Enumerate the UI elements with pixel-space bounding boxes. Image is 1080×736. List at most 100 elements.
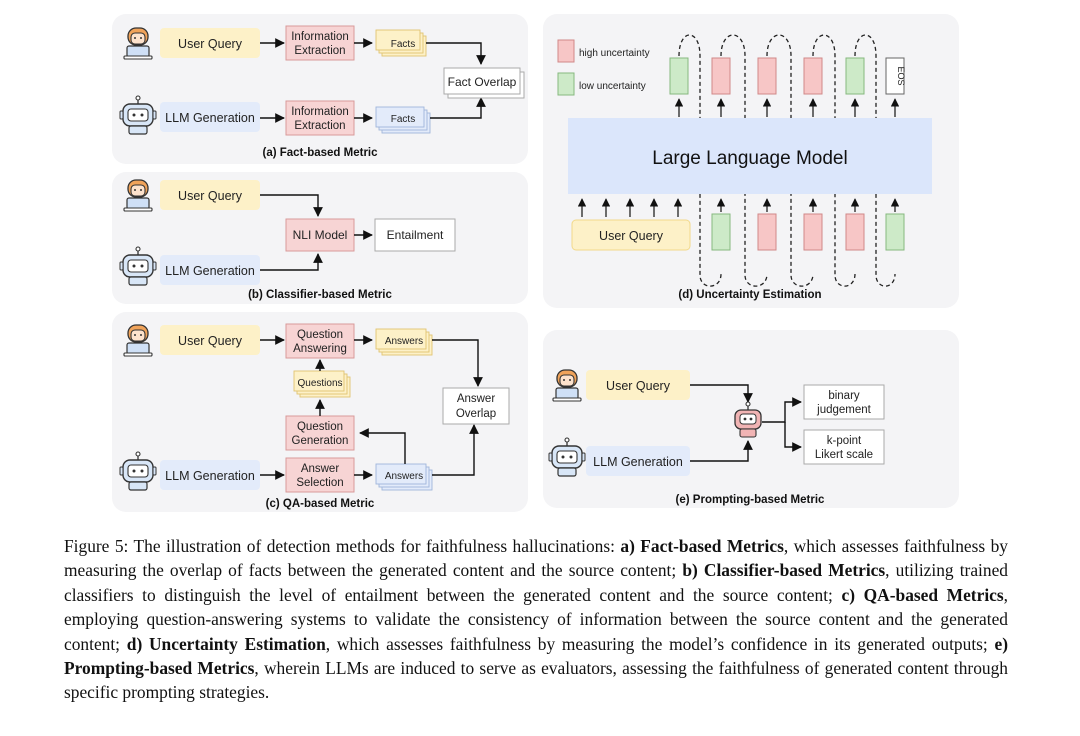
panel-d-title: (d) Uncertainty Estimation (678, 289, 821, 301)
caption-c-label: c) QA-based Metrics (841, 584, 1004, 605)
user-query-label: User Query (178, 37, 243, 51)
user-query-box (571, 219, 691, 251)
user-query-box (160, 325, 260, 355)
llm-generation-box (160, 255, 260, 285)
panel-b-title: (b) Classifier-based Metric (248, 289, 392, 301)
answer-overlap-line2: Overlap (456, 408, 496, 420)
user-query-label: User Query (178, 189, 243, 203)
panel-c-title: (c) QA-based Metric (266, 498, 375, 510)
input-token-high (803, 213, 823, 251)
figure-caption: Figure 5: The illustration of detection … (64, 534, 1008, 705)
input-token-high (845, 213, 865, 251)
output-token-low (669, 57, 689, 95)
question-generation-line1: Question (297, 421, 343, 433)
nli-model-label: NLI Model (293, 228, 348, 242)
answers-stack-bottom (375, 463, 433, 491)
llm-generation-label: LLM Generation (593, 455, 683, 469)
likert-scale-line2: Likert scale (815, 449, 873, 461)
input-token-high (757, 213, 777, 251)
fact-overlap-box (443, 67, 525, 99)
answer-selection-line1: Answer (301, 463, 340, 475)
question-generation-box (285, 415, 355, 451)
binary-judgement-line2: judgement (816, 404, 872, 416)
llm-generation-box (160, 460, 260, 490)
eos-label: EOS (896, 66, 906, 85)
autoregressive-loops (678, 34, 896, 287)
entailment-box (374, 218, 456, 252)
user-query-label: User Query (606, 379, 671, 393)
answer-overlap-line1: Answer (457, 393, 496, 405)
question-answering-line2: Answering (293, 343, 347, 355)
user-query-label: User Query (599, 229, 664, 243)
panel-d: high uncertainty low uncertainty EOS (557, 34, 932, 301)
panel-e-title: (e) Prompting-based Metric (676, 494, 825, 506)
panel-a-title: (a) Fact-based Metric (262, 147, 378, 159)
user-query-label: User Query (178, 334, 243, 348)
output-arrows (674, 98, 900, 117)
user-query-box (586, 370, 690, 400)
answers-label-top: Answers (385, 336, 423, 347)
info-extraction-bottom-line1: Information (291, 106, 349, 118)
llm-generation-label: LLM Generation (165, 111, 255, 125)
legend-low-label: low uncertainty (579, 81, 646, 92)
caption-b-text: , utilizing trained classifiers to disti… (64, 560, 1008, 605)
binary-judgement-box (803, 384, 885, 420)
question-answering-box (285, 323, 355, 359)
questions-label: Questions (297, 378, 342, 389)
caption-c-text: , employing question-answering systems t… (64, 584, 1008, 654)
legend-high-label: high uncertainty (579, 48, 650, 59)
llm-generation-label: LLM Generation (165, 469, 255, 483)
legend-low-swatch (557, 72, 575, 96)
fact-overlap-label: Fact Overlap (448, 75, 517, 89)
input-tokens (711, 213, 905, 251)
info-extraction-top-line1: Information (291, 31, 349, 43)
input-token-low (711, 213, 731, 251)
panel-e: User Query LLM Generation binary judgeme… (548, 369, 885, 506)
answer-overlap-box (442, 387, 510, 425)
question-generation-line2: Generation (292, 435, 349, 447)
questions-stack (293, 370, 351, 398)
likert-scale-line1: k-point (827, 435, 862, 447)
input-arrows (577, 198, 900, 217)
caption-b-label: b) Classifier-based Metrics (682, 560, 886, 581)
output-token-high (757, 57, 777, 95)
caption-prefix: Figure 5: The illustration of detection … (64, 536, 621, 556)
likert-scale-box (803, 429, 885, 465)
binary-judgement-line1: binary (828, 390, 860, 402)
facts-label-bottom: Facts (391, 114, 415, 125)
info-extraction-box-bottom (285, 100, 355, 136)
caption-d-label: d) Uncertainty Estimation (126, 633, 326, 654)
answers-stack-top (375, 328, 433, 356)
output-token-high (803, 57, 823, 95)
llm-generation-box (160, 102, 260, 132)
figure-diagram: User Query Information Extraction Facts … (112, 14, 959, 512)
answers-label-bottom: Answers (385, 471, 423, 482)
panel-b: User Query NLI Model Entailment LLM Gene… (119, 179, 456, 301)
caption-e-label: e) Prompting-based Metrics (64, 633, 1009, 679)
llm-generation-label: LLM Generation (165, 264, 255, 278)
facts-label-top: Facts (391, 39, 415, 50)
panel-a: User Query Information Extraction Facts … (119, 25, 525, 159)
caption-a-text: , which assesses faithfulness by measuri… (64, 536, 1008, 581)
nli-model-box (285, 218, 355, 252)
panel-c: User Query Question Answering Answers Qu… (119, 323, 510, 510)
caption-d-text: , which assesses faithfulness by measuri… (325, 633, 995, 654)
large-language-model-label: Large Language Model (652, 148, 847, 169)
large-language-model-box (568, 118, 932, 194)
user-query-box (160, 180, 260, 210)
answer-selection-line2: Selection (296, 477, 343, 489)
question-answering-line1: Question (297, 329, 343, 341)
user-query-box (160, 28, 260, 58)
info-extraction-bottom-line2: Extraction (294, 120, 345, 132)
output-token-high (711, 57, 731, 95)
legend-high-swatch (557, 39, 575, 63)
facts-stack-bottom (375, 106, 431, 134)
info-extraction-box-top (285, 25, 355, 61)
facts-stack-top (375, 29, 427, 57)
output-tokens: EOS (669, 57, 906, 95)
caption-a-label: a) Fact-based Metrics (620, 536, 784, 556)
caption-e-text: , wherein LLMs are induced to serve as e… (64, 658, 1008, 703)
info-extraction-top-line2: Extraction (294, 45, 345, 57)
entailment-label: Entailment (387, 228, 444, 242)
output-token-eos (885, 57, 905, 95)
